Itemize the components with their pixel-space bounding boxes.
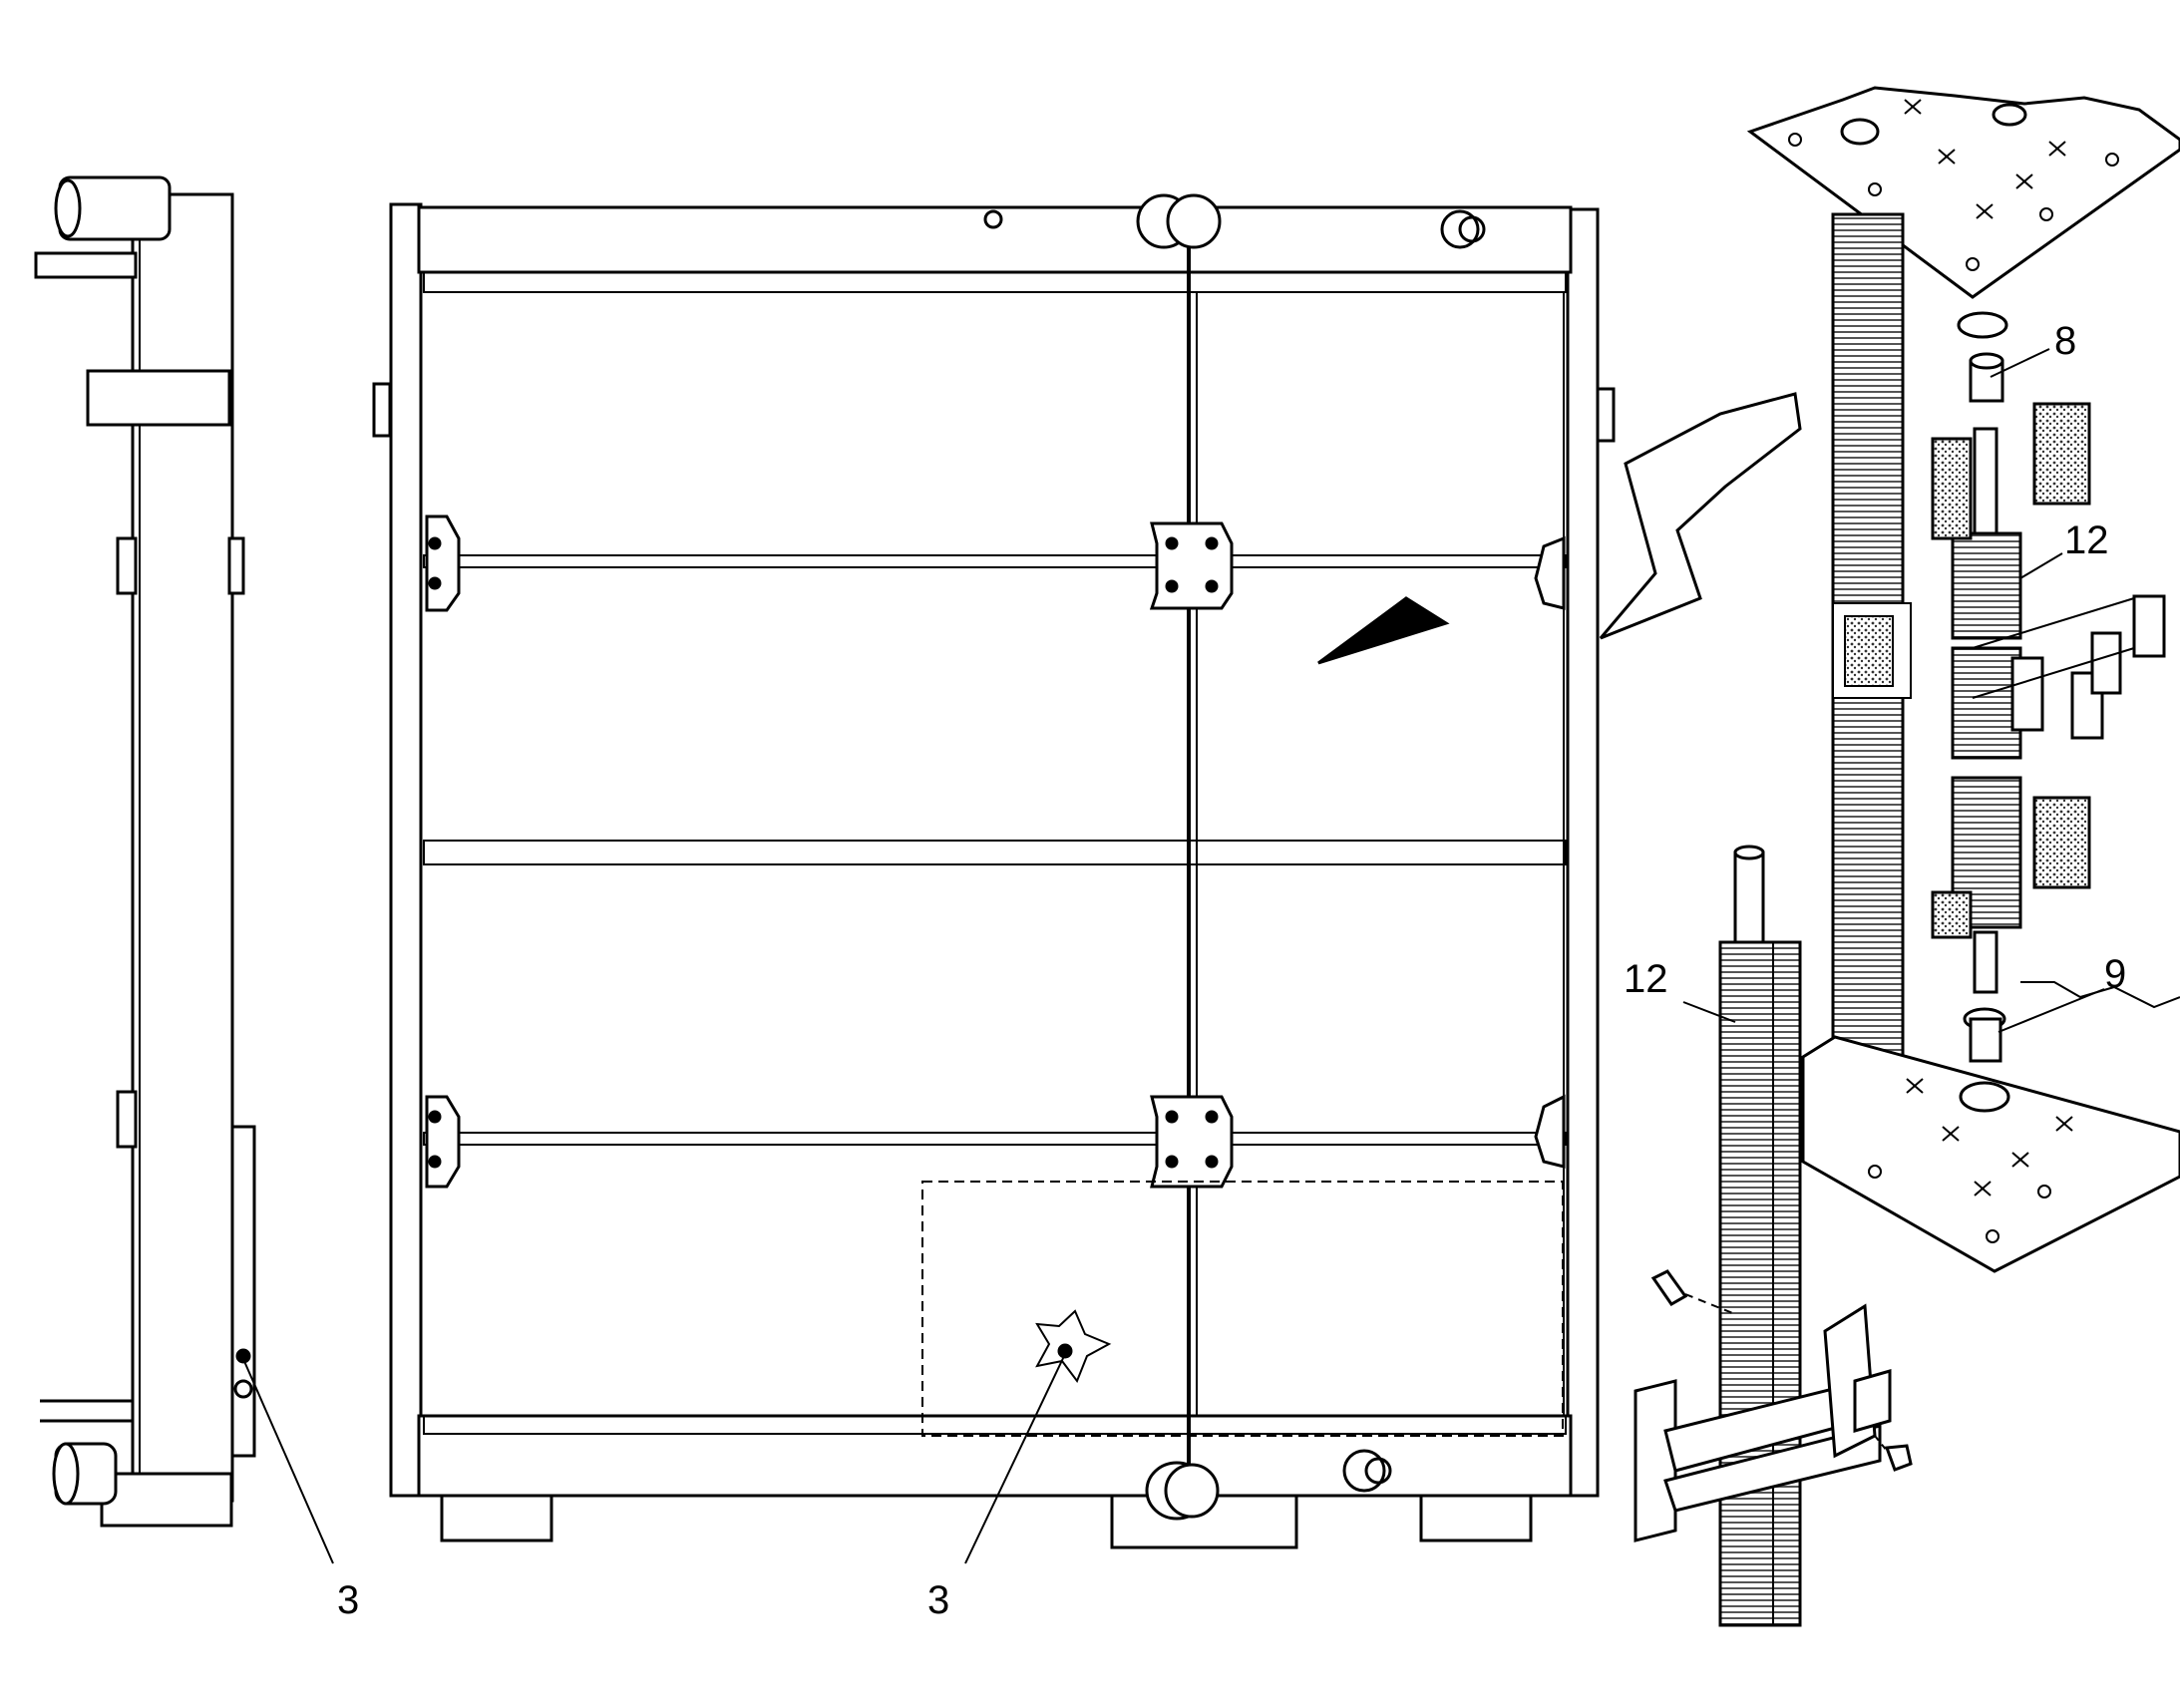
bottom-plate-marks xyxy=(1868,1078,2073,1243)
bottom-coupling xyxy=(1969,1017,2002,1063)
drain-point-side xyxy=(235,1348,251,1364)
callout-bottom-coupling: 9 xyxy=(2104,952,2126,996)
drain-marker xyxy=(1035,1309,1112,1384)
lower-crossbar xyxy=(423,1132,1567,1146)
callout-front-view: 3 xyxy=(927,1578,949,1622)
callout-leaders xyxy=(242,348,2105,1564)
right-side-member xyxy=(1566,207,1600,1498)
side-view xyxy=(34,175,256,1528)
upper-core-block xyxy=(1951,531,2022,640)
upper-pipe-stub xyxy=(34,251,138,279)
callout-core-left: 12 xyxy=(1624,957,1668,1001)
tab-clip-4 xyxy=(2132,594,2166,658)
pointer-arrowhead xyxy=(1317,596,1450,665)
drain-area-outline xyxy=(921,1181,1564,1437)
side-fill-tube xyxy=(230,1125,256,1458)
detail-view xyxy=(1317,86,2180,1627)
lower-hose-connector xyxy=(100,1472,233,1528)
middle-crossbar xyxy=(423,840,1567,865)
upper-crossbar xyxy=(423,554,1567,568)
top-seal xyxy=(1957,311,2008,339)
top-plate xyxy=(1746,86,2180,299)
tab-clip-2 xyxy=(2070,671,2104,740)
top-tank xyxy=(417,205,1573,274)
callout-labels: 3 3 8 12 12 9 xyxy=(337,319,2126,1622)
tab-clip-1 xyxy=(2010,656,2044,732)
left-side-member xyxy=(389,202,423,1498)
loose-core-section xyxy=(1718,940,1802,1627)
front-view xyxy=(372,193,1616,1549)
upper-seal-pad xyxy=(2032,402,2091,506)
bottom-cap xyxy=(1342,1449,1386,1493)
callout-side-view: 3 xyxy=(337,1578,359,1622)
tab-clip-3 xyxy=(2090,631,2122,695)
upper-mounting-bracket xyxy=(86,369,231,427)
detail-pointer xyxy=(1599,392,1802,640)
callout-core-upper: 12 xyxy=(2064,518,2109,562)
clamp-left xyxy=(1634,1379,1677,1542)
drain-point-front xyxy=(1057,1343,1073,1359)
clamp-screw-bottom xyxy=(1874,1435,1913,1472)
callout-top-coupling: 8 xyxy=(2054,319,2076,363)
middle-core-block xyxy=(1951,646,2022,760)
right-foot xyxy=(1419,1494,1533,1542)
top-plate-cap xyxy=(1840,118,1880,146)
clamp-band-lower xyxy=(1663,1424,1882,1513)
clamp-screw-top xyxy=(1650,1269,1736,1315)
bottom-tank xyxy=(417,1414,1573,1498)
top-plate-marks xyxy=(1788,99,2119,271)
mounting-plates xyxy=(425,514,1566,1189)
lower-seal-pad xyxy=(2032,796,2091,889)
left-foot xyxy=(440,1494,553,1542)
bottom-plate xyxy=(1801,1035,2180,1273)
lower-tube xyxy=(1973,930,1998,994)
